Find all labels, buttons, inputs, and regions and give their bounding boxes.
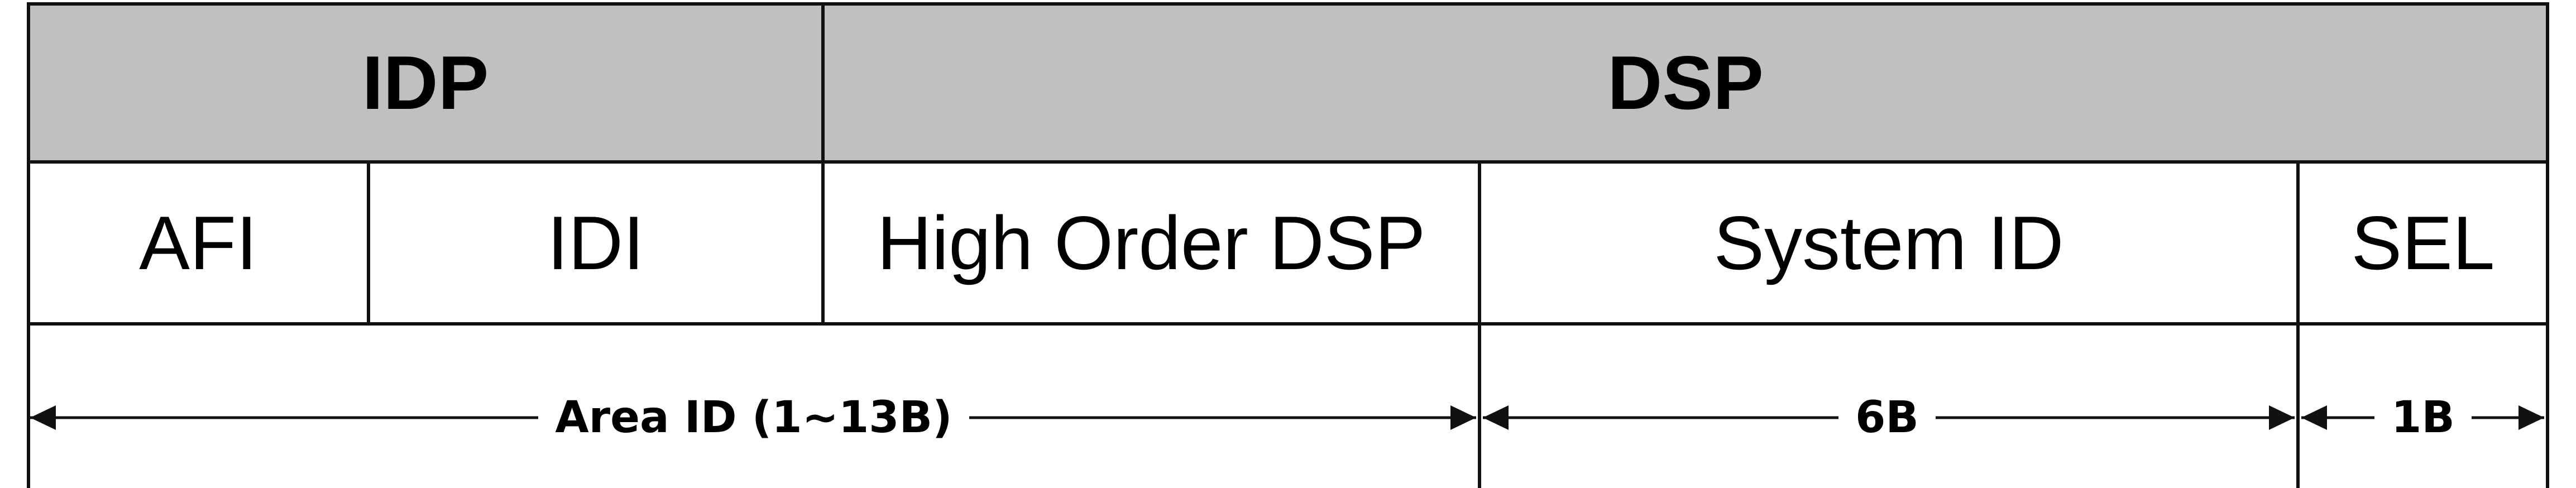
sel-field-label: SEL [2351,200,2495,285]
span-left-edge [27,326,30,488]
area-id-span-label: Area ID (1~13B) [538,393,969,443]
dsp-header-cell [823,3,2548,162]
system-id-size-label: 6B [1838,393,1936,443]
header-divider [27,160,2549,164]
system-id-span-wrap: 6B [1814,380,1960,456]
idp-dsp-divider [821,2,825,326]
high-order-dsp-field-label: High Order DSP [877,200,1426,285]
afi-field-label: AFI [139,200,257,285]
idi-field-label: IDI [547,200,644,285]
hodsp-sysid-divider [1478,162,1481,488]
idp-header-cell [28,3,823,162]
fields-bottom-border [27,322,2549,326]
area-id-arrowhead-right [1450,405,1476,430]
right-border [2546,2,2549,326]
sel-size-label: 1B [2374,393,2472,443]
sel-arrowhead-right [2518,405,2544,430]
sel-span-wrap: 1B [2367,380,2479,456]
system-id-arrowhead-left [1483,405,1509,430]
system-id-field-label: System ID [1713,200,2064,285]
area-id-span-wrap: Area ID (1~13B) [368,380,1139,456]
afi-idi-divider [367,162,370,326]
span-right-edge [2546,326,2549,488]
idp-header-label: IDP [362,40,489,125]
dsp-header-label: DSP [1607,40,1764,125]
sel-arrowhead-left [2301,405,2327,430]
top-border [27,2,2549,6]
sysid-sel-divider [2296,162,2300,488]
left-border [27,2,30,326]
system-id-arrowhead-right [2269,405,2295,430]
area-id-arrowhead-left [30,405,56,430]
